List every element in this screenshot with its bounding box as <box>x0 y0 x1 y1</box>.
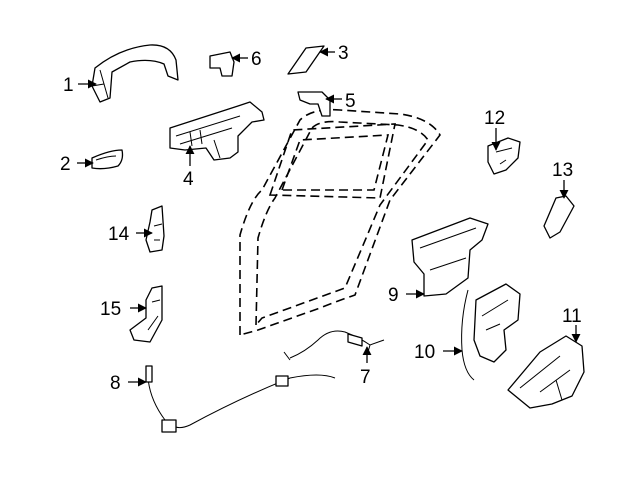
outside-handle-part <box>91 44 179 103</box>
handle-bracket-part <box>169 101 265 161</box>
bracket-part <box>209 51 235 77</box>
callout-labels: 1 2 3 4 5 6 7 8 9 10 11 12 13 14 15 <box>60 43 582 394</box>
striker-part <box>487 137 521 175</box>
callout-8: 8 <box>110 373 121 394</box>
lock-cable-part <box>283 330 385 361</box>
callout-5: 5 <box>345 91 356 112</box>
hinge-plate-part <box>543 195 575 239</box>
callout-4: 4 <box>183 169 194 190</box>
lower-hinge-part <box>129 285 163 343</box>
handle-cover-part <box>91 149 124 170</box>
callout-3: 3 <box>338 43 349 64</box>
latch-part <box>461 283 521 381</box>
leader-lines <box>77 47 581 387</box>
callout-2: 2 <box>60 154 71 175</box>
lock-actuator-part <box>507 335 585 409</box>
callout-9: 9 <box>388 285 399 306</box>
inner-panel-part <box>411 217 489 297</box>
callout-7: 7 <box>360 367 371 388</box>
callout-6: 6 <box>251 49 262 70</box>
rear-door-outline <box>239 108 441 337</box>
release-cable-part <box>145 365 336 433</box>
callout-13: 13 <box>552 160 573 181</box>
callout-15: 15 <box>100 299 121 320</box>
clip-part <box>297 91 331 117</box>
upper-hinge-part <box>145 205 165 253</box>
callout-11: 11 <box>562 306 582 327</box>
plate-part <box>287 45 325 75</box>
callout-12: 12 <box>484 108 505 129</box>
callout-10: 10 <box>414 342 435 363</box>
callout-14: 14 <box>108 224 130 245</box>
callout-1: 1 <box>63 75 74 96</box>
